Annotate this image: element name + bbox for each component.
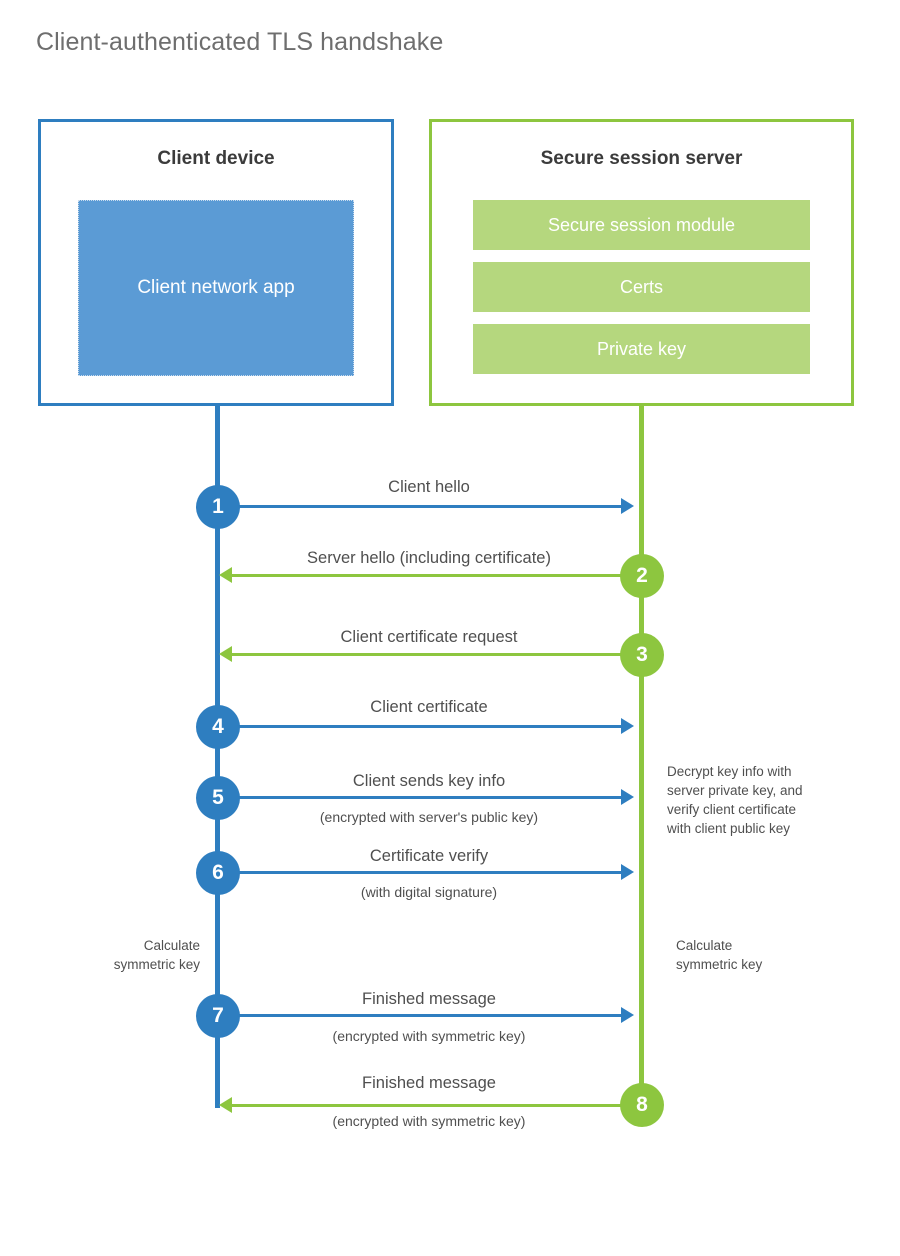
server-component-secure-session-module: Secure session module xyxy=(473,200,810,250)
server-lifeline xyxy=(639,406,644,1106)
client-lifeline xyxy=(215,406,220,1108)
step-8-sublabel: (encrypted with symmetric key) xyxy=(332,1113,526,1129)
step-4-arrowhead-icon xyxy=(621,718,634,734)
step-5-arrow-line xyxy=(218,796,621,799)
step-6-arrowhead-icon xyxy=(621,864,634,880)
server-component-private-key: Private key xyxy=(473,324,810,374)
step-7-arrowhead-icon xyxy=(621,1007,634,1023)
step-6-label: Certificate verify xyxy=(369,847,489,865)
note-decrypt-line-2: server private key, and xyxy=(667,783,803,799)
step-3-arrowhead-icon xyxy=(219,646,232,662)
step-2-arrowhead-icon xyxy=(219,567,232,583)
client-network-app-block: Client network app xyxy=(78,200,354,376)
step-1-label: Client hello xyxy=(388,478,470,496)
step-3-arrow-line xyxy=(232,653,640,656)
step-marker-4[interactable]: 4 xyxy=(196,705,240,749)
step-8-label: Finished message xyxy=(362,1074,496,1092)
client-device-title: Client device xyxy=(157,148,275,169)
note-decrypt-key-info: Decrypt key info with server private key… xyxy=(667,762,847,839)
step-5-arrowhead-icon xyxy=(621,789,634,805)
step-8-arrow-line xyxy=(232,1104,640,1107)
note-calculate-symmetric-key-client: Calculate symmetric key xyxy=(60,936,200,974)
note-decrypt-line-4: with client public key xyxy=(667,821,791,837)
note-calculate-symmetric-key-server: Calculate symmetric key xyxy=(676,936,846,974)
step-marker-6[interactable]: 6 xyxy=(196,851,240,895)
note-decrypt-line-3: verify client certificate xyxy=(667,802,797,818)
step-marker-3[interactable]: 3 xyxy=(620,633,664,677)
step-1-arrow-line xyxy=(218,505,621,508)
secure-session-server-box: Secure session server Secure session mod… xyxy=(429,119,854,406)
step-8-arrowhead-icon xyxy=(219,1097,232,1113)
step-3-label: Client certificate request xyxy=(340,628,518,646)
step-1-arrowhead-icon xyxy=(621,498,634,514)
step-7-arrow-line xyxy=(218,1014,621,1017)
step-6-sublabel: (with digital signature) xyxy=(360,884,498,900)
step-marker-8[interactable]: 8 xyxy=(620,1083,664,1127)
client-device-box: Client device Client network app xyxy=(38,119,394,406)
note-calc-client-line-1: Calculate xyxy=(143,938,200,953)
step-5-label: Client sends key info xyxy=(352,772,506,790)
secure-session-server-title: Secure session server xyxy=(540,148,743,169)
step-marker-5[interactable]: 5 xyxy=(196,776,240,820)
step-2-arrow-line xyxy=(232,574,640,577)
note-decrypt-line-1: Decrypt key info with xyxy=(667,764,792,779)
step-7-label: Finished message xyxy=(362,990,496,1008)
step-4-label: Client certificate xyxy=(370,698,488,716)
server-component-certs: Certs xyxy=(473,262,810,312)
step-marker-7[interactable]: 7 xyxy=(196,994,240,1038)
step-marker-1[interactable]: 1 xyxy=(196,485,240,529)
page-title: Client-authenticated TLS handshake xyxy=(36,28,444,56)
note-calc-server-line-2: symmetric key xyxy=(676,957,763,973)
step-6-arrow-line xyxy=(218,871,621,874)
note-calc-server-line-1: Calculate xyxy=(676,938,733,953)
step-2-label: Server hello (including certificate) xyxy=(307,549,551,567)
note-calc-client-line-2: symmetric key xyxy=(113,957,200,973)
step-7-sublabel: (encrypted with symmetric key) xyxy=(332,1028,526,1044)
step-4-arrow-line xyxy=(218,725,621,728)
step-marker-2[interactable]: 2 xyxy=(620,554,664,598)
step-5-sublabel: (encrypted with server's public key) xyxy=(319,809,539,825)
